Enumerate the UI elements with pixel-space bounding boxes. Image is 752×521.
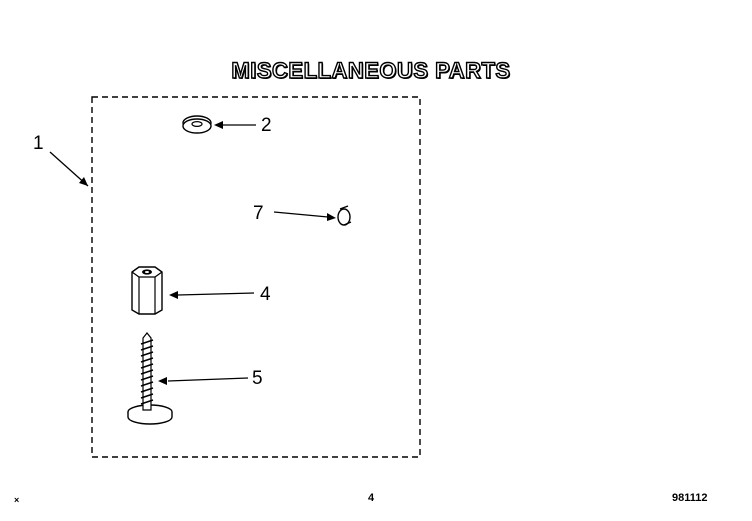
hex-standoff-part-icon — [131, 266, 163, 315]
washer-part-icon — [182, 115, 212, 134]
diagram-code: 981112 — [672, 492, 708, 504]
callout-1: 1 — [33, 133, 44, 154]
leader-line-7 — [273, 211, 329, 218]
arrowhead-5 — [158, 377, 167, 385]
callout-2: 2 — [261, 115, 272, 136]
arrowhead-2 — [214, 121, 223, 129]
arrowhead-1 — [79, 177, 88, 186]
leader-line-4 — [177, 292, 255, 296]
callout-7: 7 — [253, 203, 264, 224]
arrowhead-7 — [327, 213, 336, 221]
callout-4: 4 — [260, 284, 271, 305]
footer-mark: × — [14, 495, 20, 505]
arrowhead-4 — [169, 291, 178, 299]
diagram-title: MISCELLANEOUS PARTS — [231, 57, 511, 83]
callout-5: 5 — [252, 368, 263, 389]
page-number: 4 — [368, 492, 375, 504]
screw-part-icon — [127, 332, 173, 425]
clip-part-icon — [337, 205, 352, 226]
leader-line-5 — [167, 377, 249, 382]
kit-boundary — [91, 96, 421, 458]
